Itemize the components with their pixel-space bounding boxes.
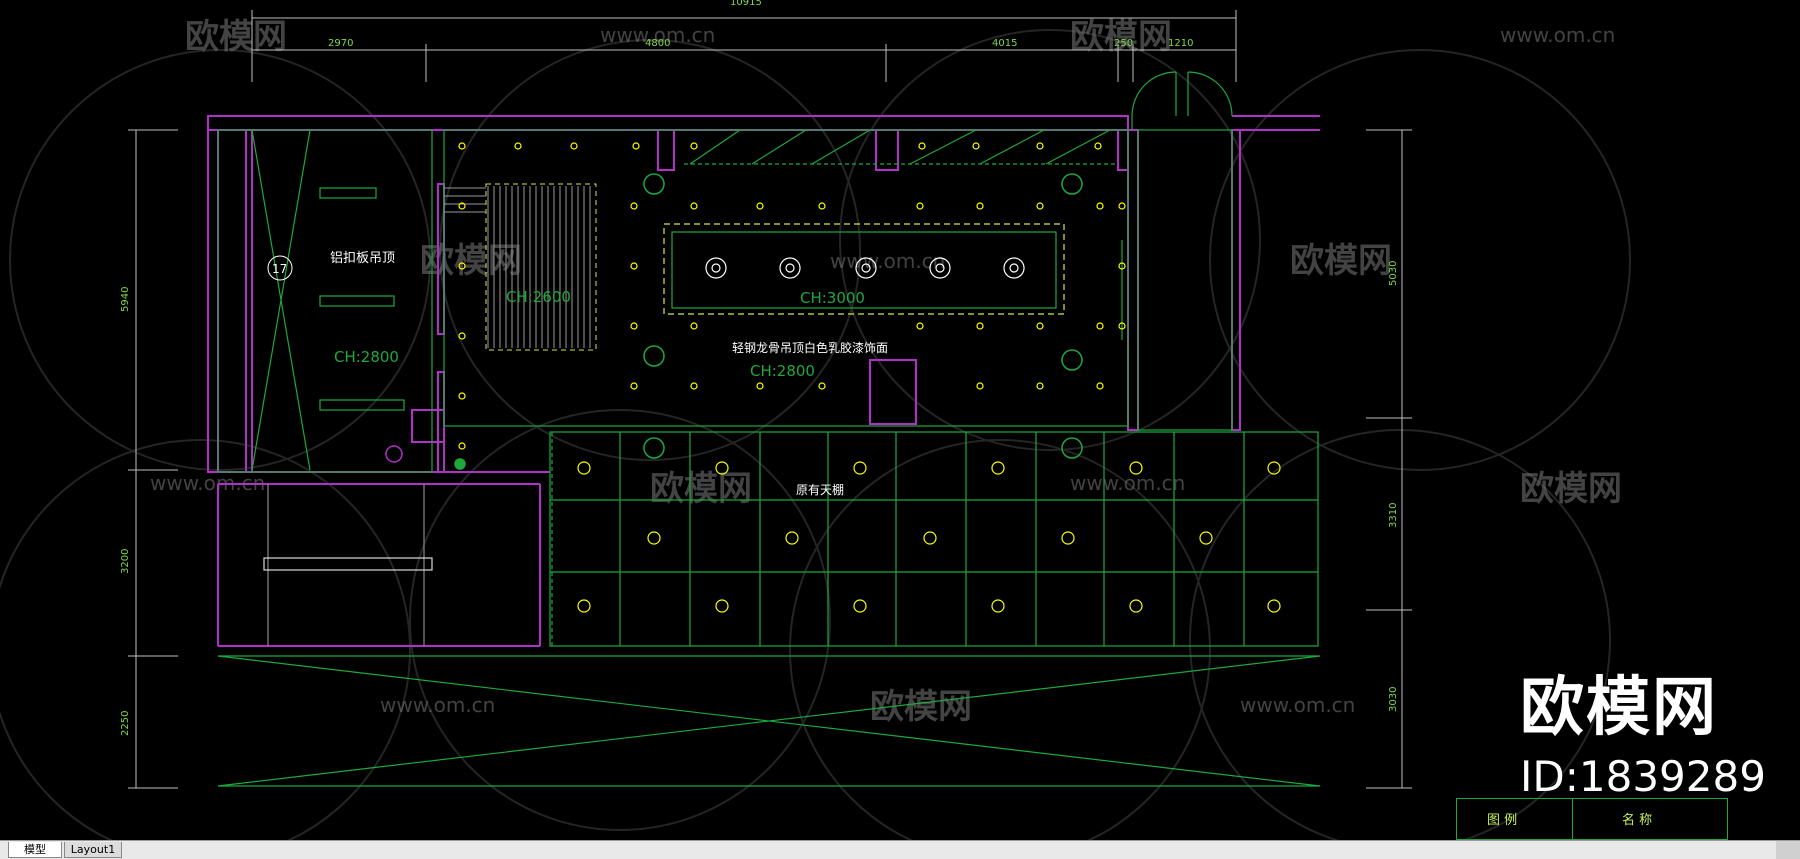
- dim-top: 4800: [645, 38, 670, 49]
- watermark-brand: 欧模网: [1070, 17, 1172, 57]
- watermark-url: www.om.cn: [1070, 471, 1185, 495]
- plan-labels: 17 铝扣板吊顶 CH:2800 CH:2600 CH:3000 轻钢龙骨吊顶白…: [267, 251, 888, 497]
- dim-top: 4015: [992, 38, 1017, 49]
- dim-right: 5030: [1388, 261, 1399, 286]
- dimension-text: 10915 2970 4800 4015 250 1210 5940 3200 …: [120, 0, 1399, 736]
- brand-id: ID:1839289: [1520, 752, 1766, 801]
- label-left-ch: CH:2800: [334, 348, 399, 366]
- dim-left: 2250: [120, 711, 131, 736]
- label-mid-ch: CH:2600: [506, 288, 571, 306]
- tab-nav[interactable]: [1776, 841, 1800, 859]
- watermark-url: www.om.cn: [1240, 693, 1355, 717]
- dim-top: 1210: [1168, 38, 1193, 49]
- cad-drawing[interactable]: 欧模网 www.om.cn 欧模网 www.om.cn 欧模网 www.om.c…: [0, 0, 1800, 840]
- dim-left: 5940: [120, 287, 131, 312]
- legend-divider: [1572, 799, 1573, 839]
- dim-overall: 10915: [730, 0, 762, 8]
- legend-table: 图 例 名 称: [1456, 798, 1728, 840]
- dim-right: 3030: [1388, 687, 1399, 712]
- spotlights: [705, 257, 1025, 279]
- tab-model[interactable]: 模型: [8, 842, 62, 858]
- label-center-ch: CH:3000: [800, 289, 865, 307]
- label-ceiling-note: 轻钢龙骨吊顶白色乳胶漆饰面: [732, 340, 888, 355]
- legend-col-symbol: 图 例: [1487, 813, 1518, 828]
- watermark-brand: 欧模网: [650, 469, 752, 509]
- label-existing-ceiling: 原有天棚: [796, 482, 844, 497]
- brand-logo: 欧模网: [1520, 671, 1718, 745]
- dim-top: 250: [1114, 38, 1133, 49]
- watermark-url: www.om.cn: [380, 693, 495, 717]
- tab-layout1[interactable]: Layout1: [64, 842, 122, 858]
- downlights: [458, 142, 1281, 613]
- dimension-lines: [128, 10, 1412, 789]
- dim-right: 3310: [1388, 503, 1399, 528]
- dim-left: 3200: [120, 549, 131, 574]
- label-aluminum-ceiling: 铝扣板吊顶: [330, 251, 395, 266]
- watermark-url: www.om.cn: [1500, 23, 1615, 47]
- watermark-brand: 欧模网: [1290, 241, 1392, 281]
- watermark-brand: 欧模网: [185, 17, 287, 57]
- diffusers: [385, 173, 1083, 470]
- walls: [207, 115, 1320, 647]
- marker-label: 17: [272, 262, 287, 276]
- watermark-url: www.om.cn: [830, 249, 945, 273]
- watermark-layer: [0, 29, 1631, 840]
- watermark-brand: 欧模网: [1520, 469, 1622, 509]
- ceiling-lines: [217, 71, 1321, 787]
- label-ceiling-ch: CH:2800: [750, 362, 815, 380]
- legend-col-name: 名 称: [1622, 813, 1653, 828]
- hatched-room: [444, 183, 597, 351]
- watermark-url: www.om.cn: [600, 23, 715, 47]
- watermark-brand: 欧模网: [420, 241, 522, 281]
- marker-circle: [267, 255, 293, 281]
- layout-tabbar: 模型 Layout1: [0, 840, 1800, 859]
- dim-top: 2970: [328, 38, 353, 49]
